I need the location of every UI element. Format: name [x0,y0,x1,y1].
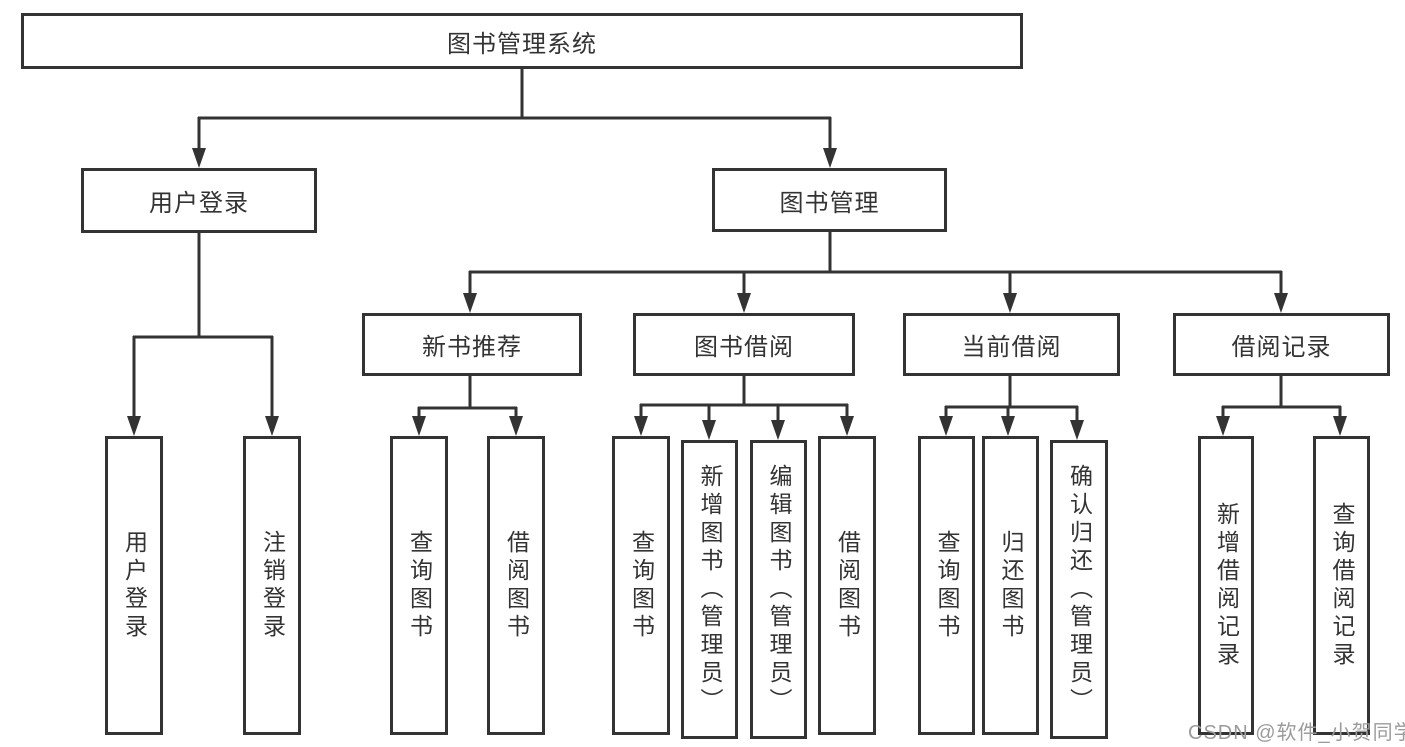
leaf-return-book: 归还图书 [982,436,1039,735]
leaf-add-borrow-record: 新增借阅记录 [1198,436,1254,735]
leaf-query-book-current: 查询图书 [918,436,975,735]
leaf-borrow-book-borrow: 借阅图书 [818,436,876,735]
leaf-query-book-borrow: 查询图书 [612,436,670,735]
node-borrow-record: 借阅记录 [1173,313,1390,376]
leaf-confirm-return-admin: 确认归还（管理员） [1050,440,1108,739]
csdn-watermark: CSDN @软件_小贺同学 [1188,722,1405,744]
node-new-book-recommend: 新书推荐 [362,313,582,376]
node-user-login: 用户登录 [81,168,317,233]
leaf-add-book-admin: 新增图书（管理员） [681,440,738,739]
leaf-edit-book-admin: 编辑图书（管理员） [750,440,807,739]
leaf-query-book-recommend: 查询图书 [390,436,448,735]
leaf-user-login: 用户登录 [105,436,163,735]
leaf-borrow-book-recommend: 借阅图书 [487,436,545,735]
leaf-query-borrow-record: 查询借阅记录 [1313,436,1370,735]
node-current-borrow: 当前借阅 [903,313,1120,376]
node-library-system: 图书管理系统 [21,13,1023,69]
node-book-borrow: 图书借阅 [633,313,855,376]
node-book-management: 图书管理 [712,168,947,232]
leaf-logout: 注销登录 [243,436,301,735]
